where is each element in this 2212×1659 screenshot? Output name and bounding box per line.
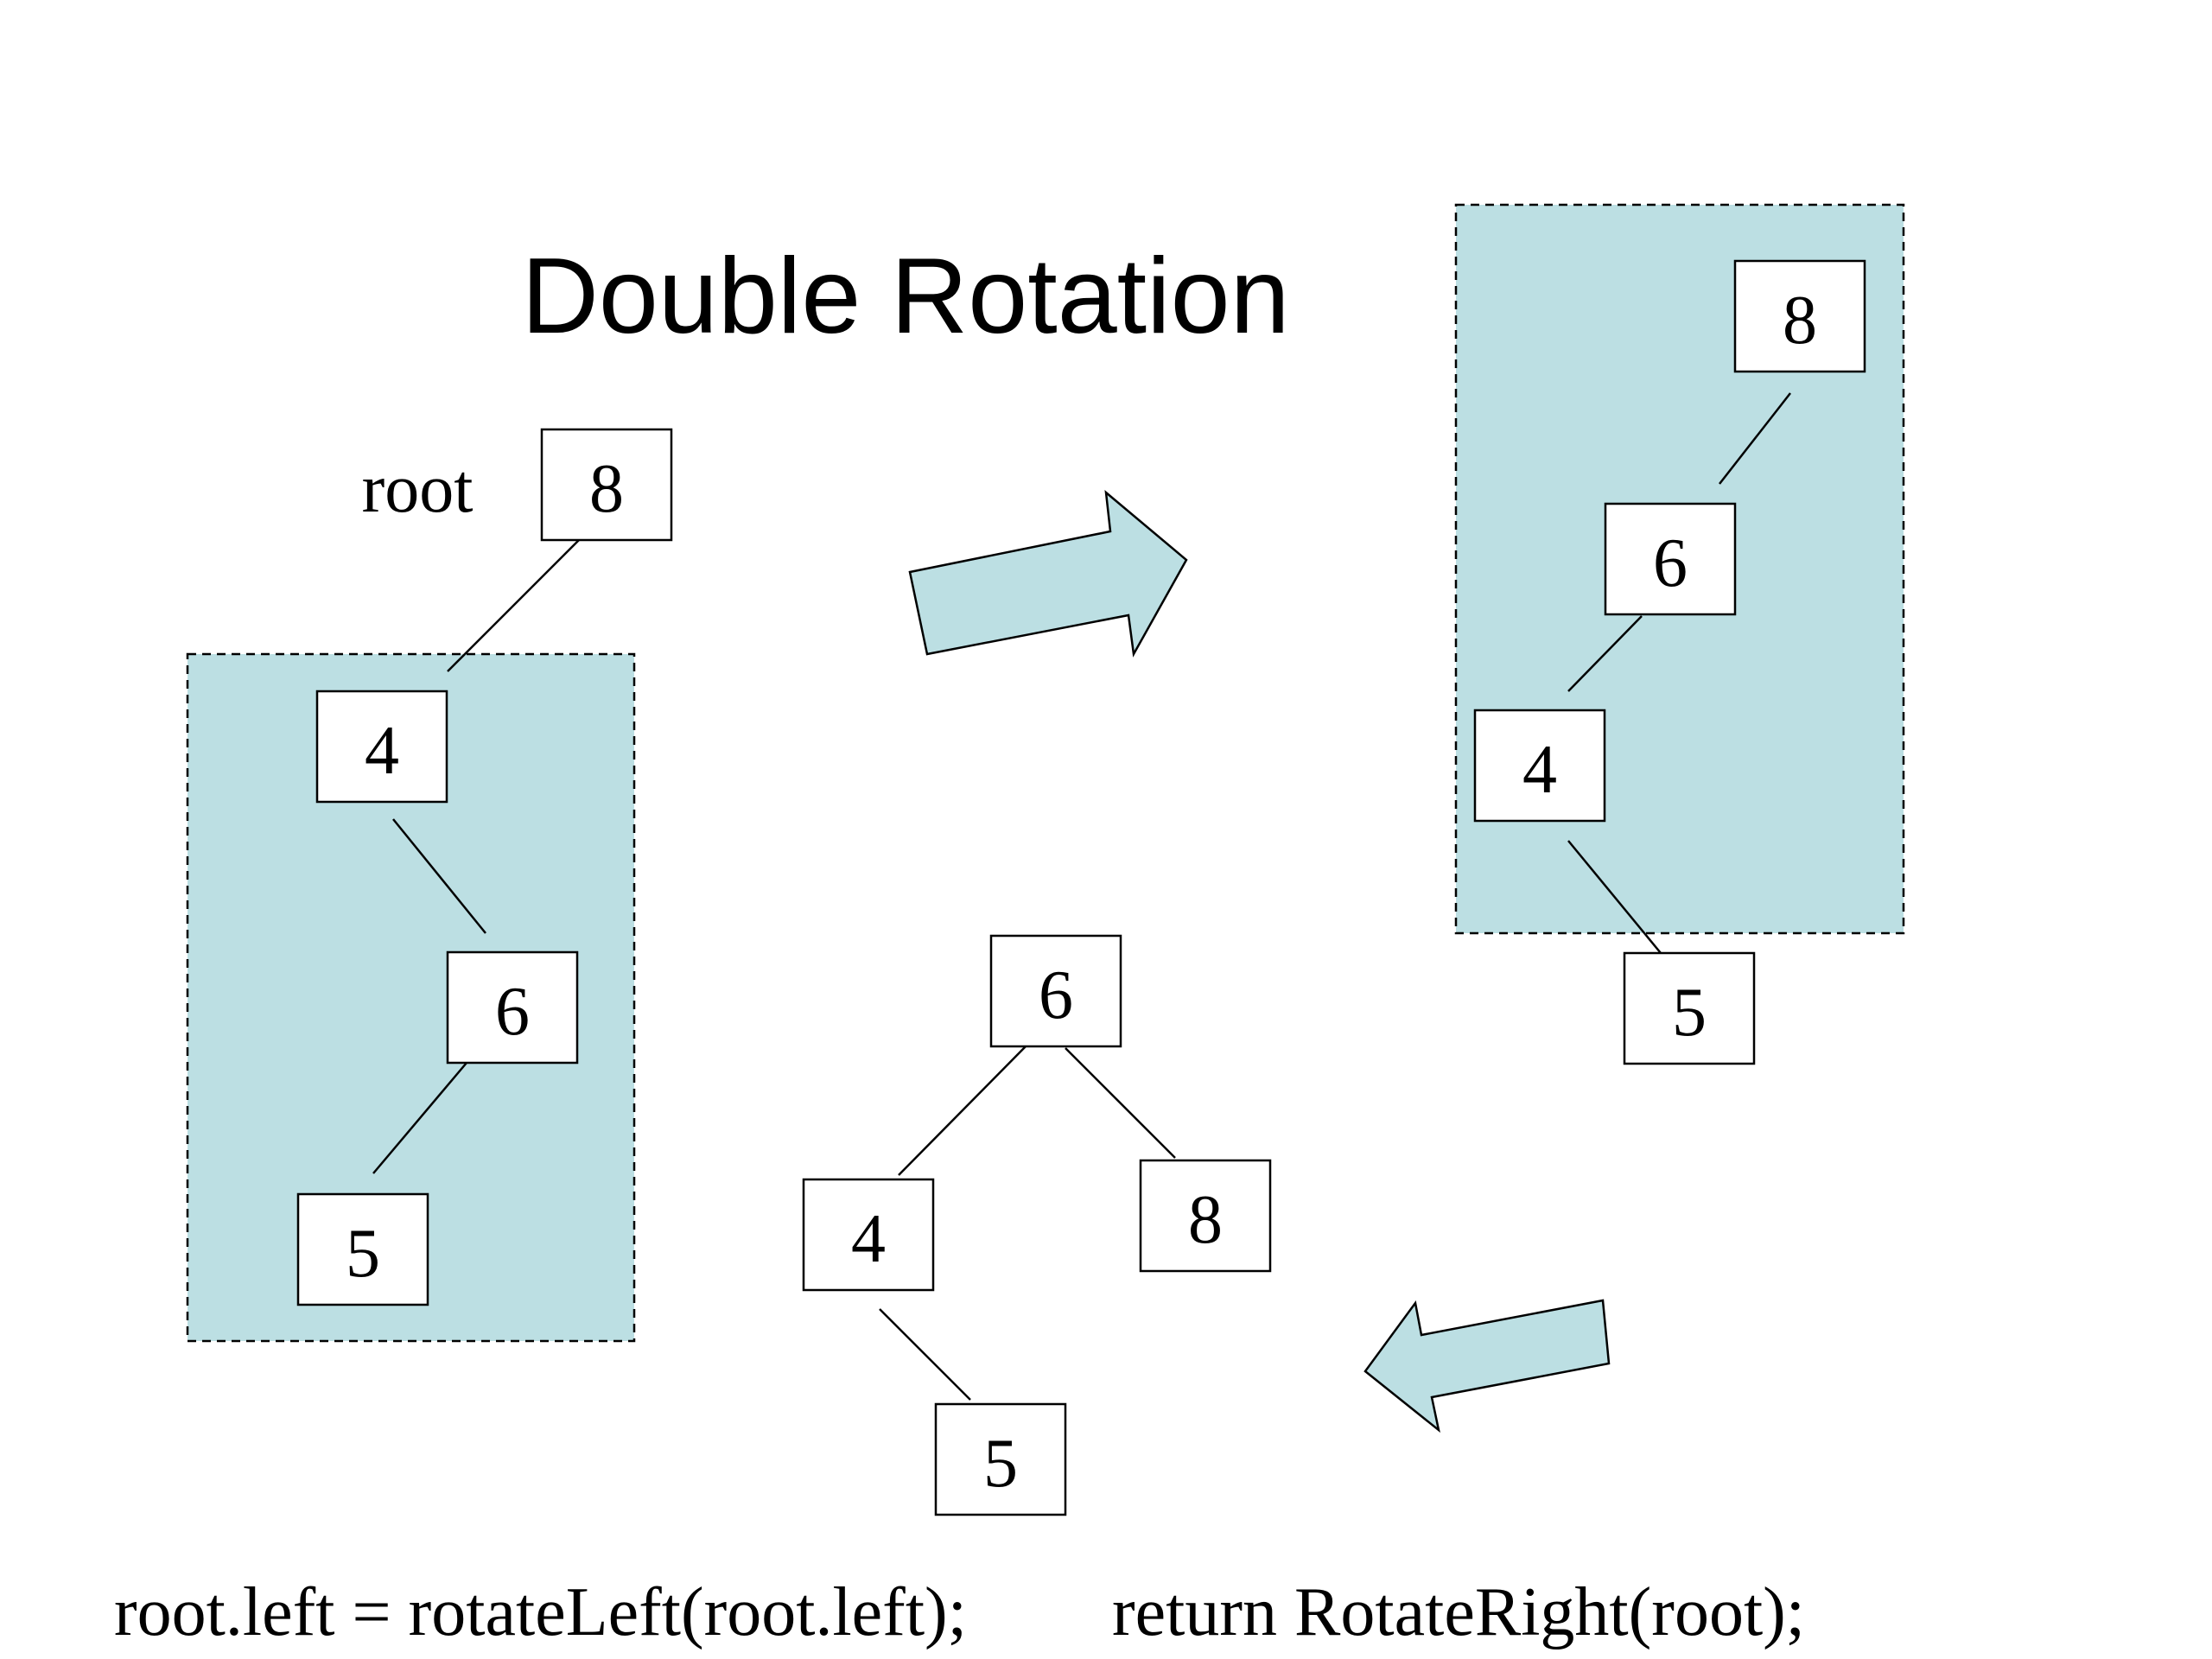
- node-label: 4: [1522, 732, 1557, 808]
- root-label: root: [362, 451, 474, 527]
- tree-node-8: 8: [1139, 1159, 1272, 1273]
- node-label: 4: [851, 1201, 886, 1277]
- rotated-left-tree: 8 6 4 5: [1454, 203, 1905, 1065]
- node-label: 6: [495, 974, 530, 1050]
- edge-4-5: [879, 1308, 971, 1401]
- tree-node-6: 6: [989, 934, 1122, 1048]
- edge-8-4: [447, 539, 580, 672]
- edge-8-6: [1719, 392, 1791, 485]
- tree-node-8: 8: [1733, 259, 1866, 373]
- tree-node-4: 4: [315, 690, 448, 804]
- node-label: 5: [1672, 975, 1707, 1051]
- node-label: 8: [1783, 283, 1817, 359]
- node-label: 6: [1653, 525, 1688, 601]
- slide-title: Double Rotation: [521, 237, 1289, 356]
- right-arrow-icon: [908, 490, 1188, 658]
- tree-node-4: 4: [1473, 709, 1606, 823]
- node-label: 4: [365, 713, 399, 789]
- final-tree: 6 4 8 5: [802, 934, 1272, 1516]
- edge-4-6: [392, 818, 486, 934]
- edge-6-4: [1567, 615, 1643, 692]
- node-label: 8: [1188, 1182, 1223, 1258]
- edge-6-4: [898, 1045, 1027, 1176]
- node-label: 6: [1039, 957, 1073, 1033]
- edge-6-5: [372, 1062, 467, 1174]
- node-label: 5: [346, 1216, 380, 1292]
- tree-node-6: 6: [1604, 502, 1737, 616]
- tree-node-6: 6: [446, 950, 579, 1065]
- edge-6-8: [1065, 1047, 1176, 1159]
- node-label: 5: [983, 1426, 1018, 1502]
- initial-tree: root 8 4 6 5: [186, 428, 673, 1343]
- node-label: 8: [589, 451, 624, 527]
- tree-node-5: 5: [1623, 951, 1756, 1065]
- code-rotate-left: root.left = rotateLeft(root.left);: [114, 1574, 967, 1650]
- tree-node-4: 4: [802, 1178, 935, 1292]
- tree-node-5: 5: [934, 1402, 1067, 1516]
- tree-node-5: 5: [296, 1192, 429, 1306]
- tree-node-8: 8: [540, 428, 673, 542]
- left-arrow-icon: [1363, 1299, 1611, 1433]
- code-rotate-right: return RotateRight(root);: [1112, 1574, 1805, 1650]
- edge-4-5: [1567, 840, 1662, 954]
